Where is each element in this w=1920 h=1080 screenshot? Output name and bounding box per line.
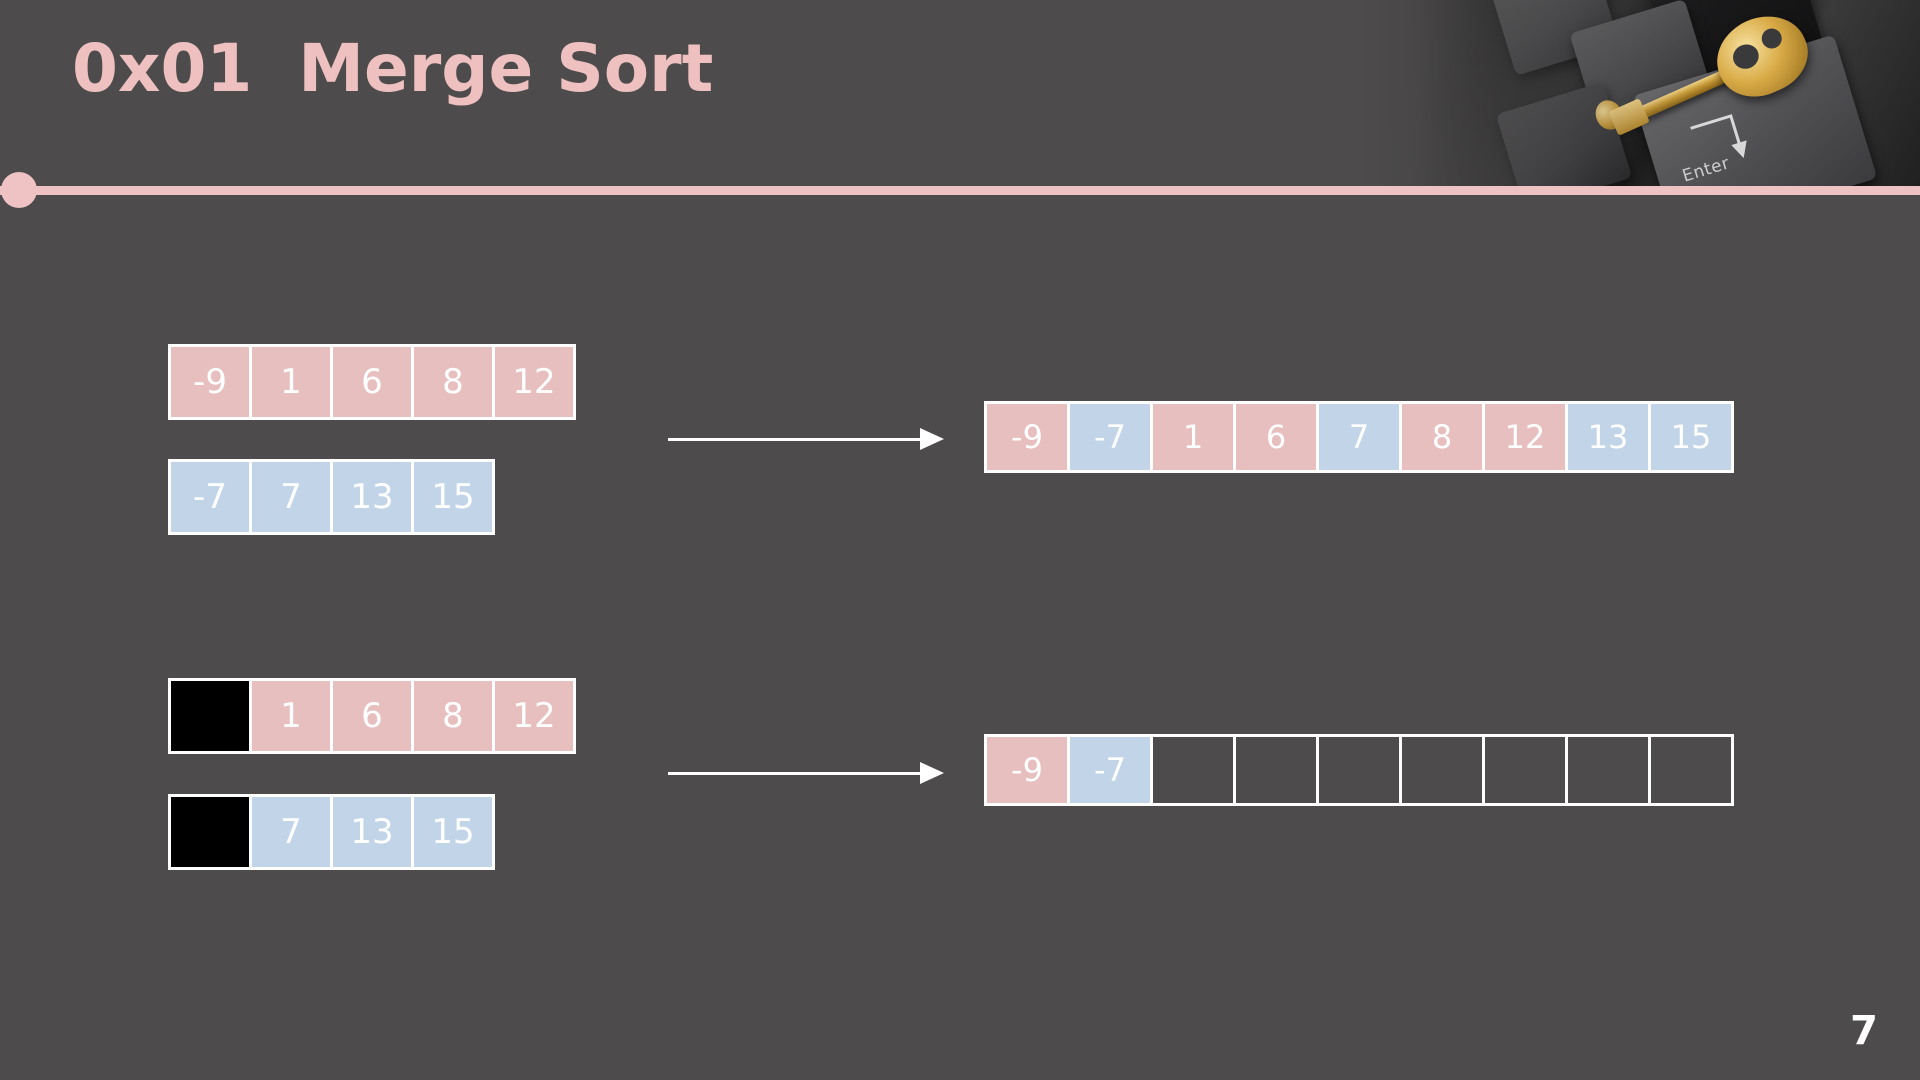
merge-arrow-icon — [668, 428, 944, 452]
array-cell: 1 — [252, 347, 333, 417]
array-cell: 6 — [1236, 404, 1319, 470]
array-cell — [1153, 737, 1236, 803]
array-cell: -7 — [1070, 404, 1153, 470]
page-number: 7 — [1850, 1008, 1878, 1054]
array-cell: 7 — [1319, 404, 1402, 470]
array-cell: 13 — [333, 797, 414, 867]
array-cell: 15 — [414, 462, 492, 532]
array-cell: 13 — [1568, 404, 1651, 470]
array-cell — [1568, 737, 1651, 803]
array-cell: 6 — [333, 347, 414, 417]
arrow-head — [920, 428, 944, 450]
array-cell: 1 — [252, 681, 333, 751]
page-title: 0x01 Merge Sort — [72, 30, 714, 107]
array-cell: 7 — [252, 797, 333, 867]
array-cell — [1485, 737, 1568, 803]
array-cell: 15 — [414, 797, 492, 867]
array-cell — [171, 681, 252, 751]
array-cell — [1319, 737, 1402, 803]
array-cell: 13 — [333, 462, 414, 532]
arrow-head — [920, 762, 944, 784]
keyboard-photo: Enter — [1360, 0, 1920, 186]
merge-arrow-icon — [668, 762, 944, 786]
accent-dot — [1, 172, 37, 208]
array-cell: 15 — [1651, 404, 1731, 470]
array-cell — [1402, 737, 1485, 803]
array-cell: 8 — [1402, 404, 1485, 470]
array-merge-buffer-partial: -9-7 — [984, 734, 1734, 806]
array-cell: -7 — [1070, 737, 1153, 803]
array-cell: 8 — [414, 681, 495, 751]
arrow-shaft — [668, 772, 922, 775]
array-cell: 6 — [333, 681, 414, 751]
array-cell: -7 — [171, 462, 252, 532]
array-cell: -9 — [171, 347, 252, 417]
accent-rule — [0, 186, 1920, 195]
array-cell: 1 — [1153, 404, 1236, 470]
array-cell: 12 — [1485, 404, 1568, 470]
array-cell: -9 — [987, 404, 1070, 470]
slide-header: Enter 0x01 Merge Sort — [0, 0, 1920, 186]
arrow-shaft — [668, 438, 922, 441]
array-cell — [1236, 737, 1319, 803]
array-cell: 8 — [414, 347, 495, 417]
array-cell: 7 — [252, 462, 333, 532]
array-cell: -9 — [987, 737, 1070, 803]
array-cell — [171, 797, 252, 867]
photo-fade-overlay — [1360, 0, 1920, 186]
array-cell — [1651, 737, 1731, 803]
array-cell: 12 — [495, 681, 573, 751]
array-cell: 12 — [495, 347, 573, 417]
